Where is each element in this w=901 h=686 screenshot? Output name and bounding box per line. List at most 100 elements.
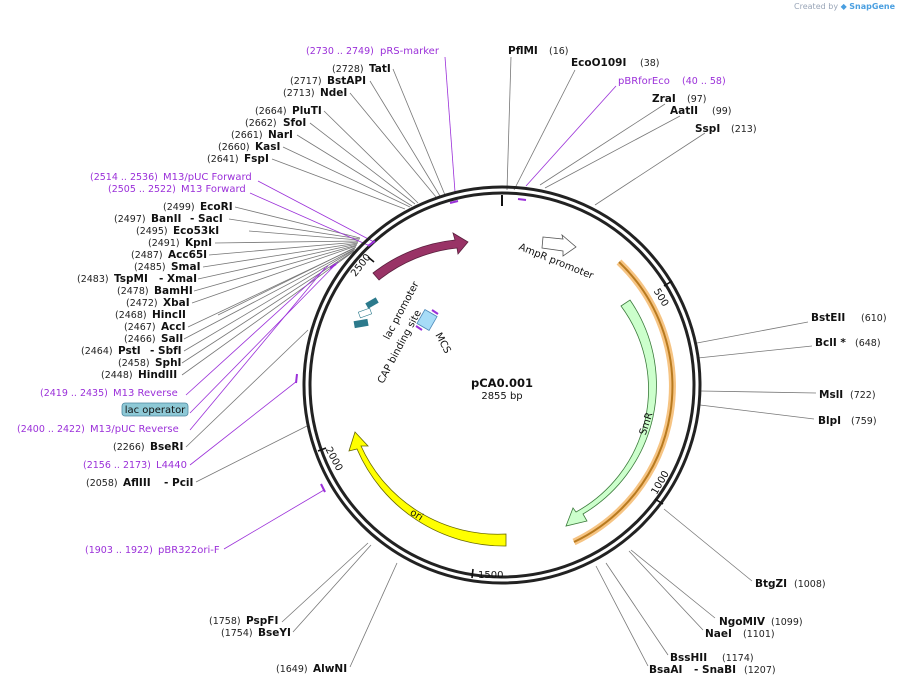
primer-m13puc-reverse[interactable]: M13/pUC Reverse (90, 424, 179, 435)
site-bcli[interactable]: BclI * (815, 337, 846, 349)
site-kasi-pos: (2660) (218, 142, 250, 153)
site-kasi[interactable]: KasI (255, 141, 280, 153)
site-alwni[interactable]: AlwNI (313, 663, 347, 675)
ori-feature[interactable] (348, 431, 507, 547)
site-pspfi-pos: (1758) (209, 616, 241, 627)
site-bsaai[interactable]: BsaAI (649, 664, 682, 676)
backbone-inner (308, 191, 696, 579)
site-ecoo109i[interactable]: EcoO109I (571, 57, 626, 69)
mcs-feature[interactable] (416, 309, 438, 331)
site-ngomiv[interactable]: NgoMIV (719, 616, 766, 628)
lac-promoter-block[interactable] (365, 297, 379, 309)
site-btgzi-pos: (1008) (794, 579, 826, 590)
primer-m13-reverse[interactable]: M13 Reverse (113, 388, 178, 399)
primer-m13-reverse-pos: (2419 .. 2435) (40, 388, 108, 399)
cap-site-block[interactable] (353, 318, 369, 329)
site-psti[interactable]: PstI (118, 345, 141, 357)
ampr-promoter-feature[interactable] (541, 233, 577, 257)
site-eco53ki[interactable]: Eco53kI (173, 225, 219, 237)
site-xbai[interactable]: XbaI (163, 297, 190, 309)
site-sali-pos: (2466) (124, 334, 156, 345)
site-xmai[interactable]: - XmaI (159, 273, 197, 285)
site-pflmi-pos: (16) (549, 46, 569, 57)
site-ndei-pos: (2713) (283, 88, 315, 99)
site-blpi[interactable]: BlpI (818, 415, 841, 427)
site-bamhi[interactable]: BamHI (154, 285, 193, 297)
lac-operator-block[interactable] (357, 307, 373, 319)
site-smai[interactable]: SmaI (171, 261, 201, 273)
primer-m13-forward-pos: (2505 .. 2522) (108, 184, 176, 195)
site-acci-pos: (2467) (124, 322, 156, 333)
site-bseyi[interactable]: BseYI (258, 627, 291, 639)
site-banii[interactable]: BanII (151, 213, 181, 225)
site-sfoi-pos: (2662) (245, 118, 277, 129)
site-ndei[interactable]: NdeI (320, 87, 347, 99)
site-bseyi-pos: (1754) (221, 628, 253, 639)
ticks (317, 256, 673, 579)
site-tspmi[interactable]: TspMI (114, 273, 148, 285)
primer-l4440[interactable]: L4440 (156, 460, 187, 471)
site-btgzi[interactable]: BtgZI (755, 578, 787, 590)
site-bseri[interactable]: BseRI (150, 441, 183, 453)
site-acc65i[interactable]: Acc65I (168, 249, 207, 261)
site-ecoo109i-pos: (38) (640, 58, 660, 69)
site-sali[interactable]: SalI (161, 333, 183, 345)
site-kpni[interactable]: KpnI (185, 237, 212, 249)
site-alwni-pos: (1649) (276, 664, 308, 675)
site-zrai-pos: (97) (687, 94, 707, 105)
site-bsteii[interactable]: BstEII (811, 312, 845, 324)
site-sspi[interactable]: SspI (695, 123, 720, 135)
primer-prs-marker-pos: (2730 .. 2749) (306, 46, 374, 57)
site-sphi[interactable]: SphI (155, 357, 181, 369)
site-pluti[interactable]: PluTI (292, 105, 322, 117)
primer-m13puc-forward[interactable]: M13/pUC Forward (163, 172, 252, 183)
site-pflmi[interactable]: PflMI (508, 45, 538, 57)
site-hincii-pos: (2468) (115, 310, 147, 321)
primer-m13-forward[interactable]: M13 Forward (181, 184, 246, 195)
site-msli[interactable]: MslI (819, 389, 843, 401)
site-naei-pos: (1101) (743, 629, 775, 640)
site-pluti-pos: (2664) (255, 106, 287, 117)
lac-operator-badge[interactable] (121, 402, 189, 417)
site-saci[interactable]: - SacI (190, 213, 223, 225)
site-bsshii[interactable]: BssHII (670, 652, 707, 664)
snapgene-logo-icon: ◆ (840, 2, 847, 11)
smr-feature[interactable] (565, 299, 657, 527)
site-hindiii[interactable]: HindIII (138, 369, 177, 381)
site-afliii-pos: (2058) (86, 478, 118, 489)
site-bstapi[interactable]: BstAPI (327, 75, 366, 87)
site-afliii[interactable]: AflIII (123, 477, 151, 489)
site-naei[interactable]: NaeI (705, 628, 732, 640)
site-blpi-pos: (759) (851, 416, 877, 427)
tick-1500-label: 1500 (478, 570, 503, 581)
mcs-label: MCS (433, 331, 453, 356)
site-fspi[interactable]: FspI (244, 153, 269, 165)
site-sbfi[interactable]: - SbfI (150, 345, 182, 357)
backbone-outer (302, 185, 702, 585)
lac-operator-label: lac operator (125, 405, 186, 416)
site-banii-pos: (2497) (114, 214, 146, 225)
site-smai-pos: (2485) (134, 262, 166, 273)
site-nari[interactable]: NarI (268, 129, 293, 141)
site-bcli-pos: (648) (855, 338, 881, 349)
primer-pbr322ori-f[interactable]: pBR322ori-F (158, 545, 220, 556)
site-tati[interactable]: TatI (369, 63, 391, 75)
site-msli-pos: (722) (850, 390, 876, 401)
site-hincii[interactable]: HincII (152, 309, 186, 321)
mcs-primer-mark-a (415, 325, 423, 331)
site-psti-pos: (2464) (81, 346, 113, 357)
site-pcii[interactable]: - PciI (164, 477, 193, 489)
lacZa-feature[interactable] (372, 232, 469, 281)
site-ecori[interactable]: EcoRI (200, 201, 233, 213)
site-bstapi-pos: (2717) (290, 76, 322, 87)
site-pspfi[interactable]: PspFI (246, 615, 278, 627)
site-zrai[interactable]: ZraI (652, 93, 676, 105)
site-sfoi[interactable]: SfoI (283, 117, 306, 129)
site-snabi[interactable]: - SnaBI (694, 664, 736, 676)
primer-pbrforeco[interactable]: pBRforEco (618, 76, 670, 87)
plasmid-name: pCA0.001 (471, 376, 533, 390)
site-acci[interactable]: AccI (161, 321, 185, 333)
site-aatii[interactable]: AatII (670, 105, 698, 117)
primer-prs-marker[interactable]: pRS-marker (380, 46, 440, 57)
